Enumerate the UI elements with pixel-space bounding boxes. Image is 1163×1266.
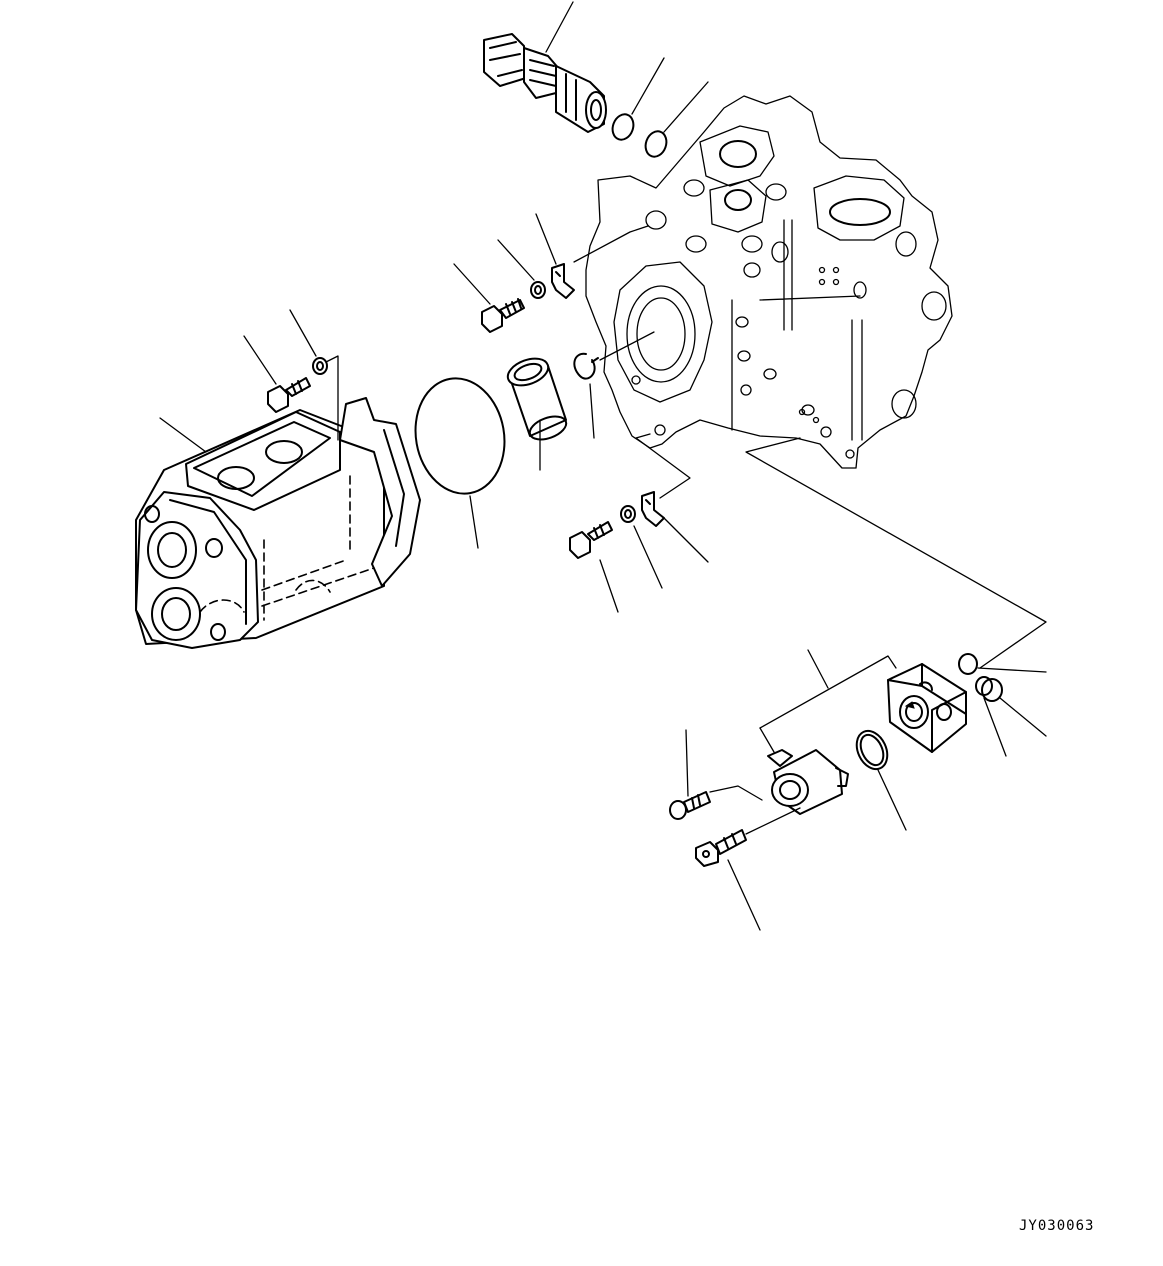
assembly-line-gear-pump: [326, 356, 338, 440]
socket-bolt: [696, 830, 746, 866]
main-pump-housing: [586, 96, 952, 468]
assembly-line-upper: [574, 226, 648, 262]
assembly-line-screw-small: [710, 786, 762, 800]
o-ring-valve-1: [959, 654, 977, 674]
o-ring-solenoid: [851, 726, 893, 774]
leader-snap-ring: [590, 384, 594, 438]
pressure-sensor-part: [484, 34, 606, 132]
lock-plate-middle: [642, 492, 664, 526]
assembly-line-socket-bolt: [746, 808, 800, 834]
assembly-line-snap-ring: [600, 332, 654, 360]
o-ring-small-top-1: [609, 111, 637, 142]
leader-washer-gear-pump: [290, 310, 316, 356]
bolt-gear-pump: [268, 378, 310, 412]
leader-washer-middle: [634, 526, 662, 588]
o-ring-small-top-2: [642, 128, 670, 159]
washer-gear-pump: [313, 358, 327, 374]
leader-washer-upper: [498, 240, 534, 280]
lock-plate-upper: [552, 264, 574, 298]
leader-solenoid-assembly-3: [760, 728, 774, 752]
gear-pump-assembly: [136, 398, 420, 648]
leader-bolt-middle: [600, 560, 618, 612]
leader-o-ring-large: [470, 496, 478, 548]
leader-o-ring-valve-2: [1000, 698, 1046, 736]
washer-upper: [531, 282, 545, 298]
assembly-line-middle: [636, 434, 690, 498]
leader-o-ring-top-2: [664, 82, 708, 132]
valve-block: [888, 664, 966, 752]
solenoid-valve: [768, 750, 848, 814]
screw-small: [670, 792, 710, 819]
leader-solenoid-assembly: [760, 656, 896, 728]
o-ring-large: [407, 371, 514, 501]
bolt-upper: [482, 299, 524, 332]
washer-middle: [621, 506, 635, 522]
coupling-sleeve: [504, 354, 569, 444]
leader-sensor: [546, 2, 573, 52]
leader-solenoid-assembly-2: [808, 650, 828, 688]
snap-ring: [574, 354, 598, 379]
leader-o-ring-valve-1: [978, 668, 1046, 672]
o-ring-valve-2: [976, 677, 1002, 701]
leader-lock-plate-middle: [664, 518, 708, 562]
leader-o-ring-top-1: [632, 58, 664, 114]
leader-lock-plate-upper: [536, 214, 556, 264]
assembly-line-valve: [746, 438, 1046, 668]
bolt-middle: [570, 522, 612, 558]
leader-screw-small: [686, 730, 688, 796]
leader-o-ring-valve-3: [984, 698, 1006, 756]
drawing-code: JY030063: [1019, 1218, 1095, 1234]
leader-bolt-upper: [454, 264, 490, 304]
leader-o-ring-solenoid: [878, 770, 906, 830]
leader-bolt-gear-pump: [244, 336, 276, 384]
leader-gear-pump: [160, 418, 206, 452]
leader-socket-bolt: [728, 860, 760, 930]
